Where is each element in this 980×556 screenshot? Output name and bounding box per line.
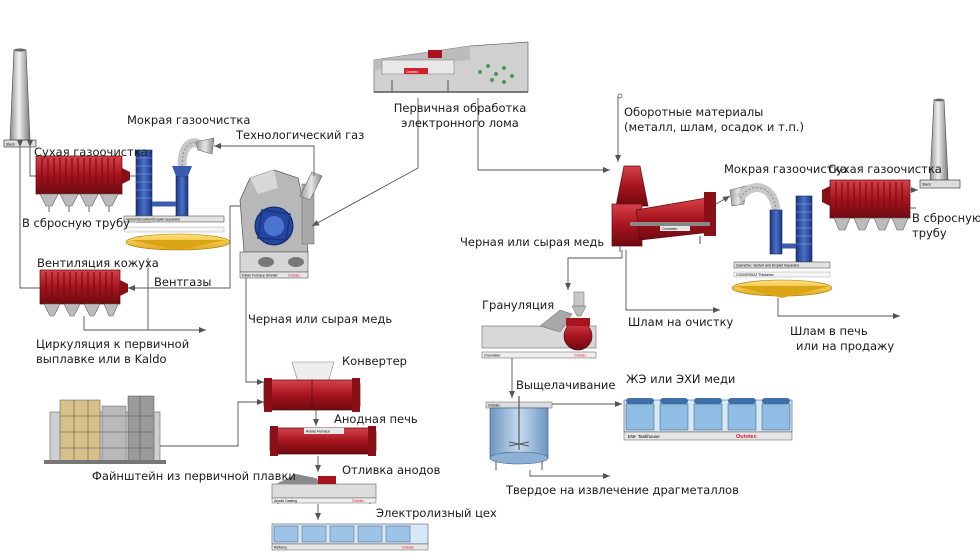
scrap-outotec-logo: Outotec xyxy=(406,70,419,74)
label-black-copper-left: Черная или сырая медь xyxy=(248,312,393,326)
venturi-right-plate: Quencher, Venturi and Droplet Separator xyxy=(736,264,800,268)
wet-scrubber-left: Venturi/Scrubber/Droplet separator xyxy=(123,137,231,251)
kaldo-furnace: Kaldo Furnace Smelter Outotec xyxy=(239,169,323,279)
label-solid-precious: Твердое на извлечение драгметаллов xyxy=(506,483,739,497)
label-dry-scrubber-right: Сухая газоочистка xyxy=(828,162,942,176)
label-to-stack-right-1: В сбросную xyxy=(912,211,980,225)
casting-outotec-logo: Outotec xyxy=(352,499,365,503)
label-to-stack-left: В сбросную трубу xyxy=(22,216,130,230)
anode-casting: Anode Casting Outotec xyxy=(271,474,377,504)
kaldo-plate: Kaldo Furnace Smelter xyxy=(242,274,279,278)
wet-scrubber-right: Quencher, Venturi and Droplet Separator … xyxy=(729,183,833,298)
ew-tankhouse: EW- Tankhouse Outotec xyxy=(623,398,793,441)
label-hood-ventilation: Вентиляция кожуха xyxy=(37,256,159,270)
kaldo-outotec-logo: Outotec xyxy=(288,274,301,278)
ew-plate: EW- Tankhouse xyxy=(628,434,660,439)
flow-lines xyxy=(17,96,918,520)
label-anode-casting: Отливка анодов xyxy=(342,463,441,477)
venturi-left-plate: Venturi/Scrubber/Droplet separator xyxy=(126,218,181,222)
label-recirculation-1: Циркуляция к первичной xyxy=(36,337,190,351)
label-anode-furnace: Анодная печь xyxy=(334,412,418,426)
anode-furnace: Anode Furnace xyxy=(269,426,377,456)
anode-furnace-plate: Anode Furnace xyxy=(306,430,330,434)
label-converter: Конвертер xyxy=(342,354,407,368)
granulator-plate: Granulator xyxy=(484,354,501,358)
label-recycled-2: (металл, шлам, осадок и т.п.) xyxy=(624,120,805,134)
stack-left: Stack xyxy=(3,48,37,148)
dry-scrubber-right xyxy=(822,179,911,231)
leaching-tank: Outotec xyxy=(485,396,553,470)
label-slag-furnace-1: Шлам в печь xyxy=(790,324,868,338)
scrap-processing-machine: Outotec xyxy=(373,41,529,93)
label-electrolysis: Электролизный цех xyxy=(376,506,497,520)
granulator: Granulator Outotec xyxy=(481,291,597,359)
label-slag-furnace-2: или на продажу xyxy=(796,339,895,353)
converter xyxy=(263,361,361,412)
dry-scrubber-left xyxy=(35,155,130,212)
thickener-plate: CONVERSAT Thickener xyxy=(736,273,775,277)
label-matte: Файнштейн из первичной плавки xyxy=(92,469,296,483)
label-primary-scrap-1: Первичная обработка xyxy=(393,101,527,115)
stack-left-plate: Stack xyxy=(6,143,15,147)
stack-right-plate: Stack xyxy=(922,183,931,187)
label-primary-scrap-2: электронного лома xyxy=(401,116,519,130)
label-to-stack-right-2: трубу xyxy=(912,226,947,240)
label-recycled-1: Оборотные материалы xyxy=(624,105,764,119)
converter-right-plate: Converter xyxy=(662,227,678,231)
stack-right: Stack xyxy=(919,98,961,189)
label-recirculation-2: выплавке или в Kaldo xyxy=(36,352,167,366)
label-process-gas: Технологический газ xyxy=(236,128,365,142)
converter-right: Converter xyxy=(611,165,716,252)
label-wet-scrubber-right: Мокрая газоочистка xyxy=(724,162,848,176)
label-vent-gases: Вентгазы xyxy=(154,275,212,289)
anode-casting-plate: Anode Casting xyxy=(274,499,297,503)
label-slag-cleaning: Шлам на очистку xyxy=(628,315,734,329)
label-wet-scrubber-left: Мокрая газоочистка xyxy=(127,113,251,127)
granulator-outotec-logo: Outotec xyxy=(574,354,587,358)
leach-plate: Outotec xyxy=(488,404,501,408)
refinery-outotec-logo: Outotec xyxy=(402,546,415,550)
hood-ventilation-baghouse xyxy=(39,269,128,317)
label-dry-scrubber-left: Сухая газоочистка xyxy=(34,145,148,159)
primary-smelter-plant xyxy=(44,395,166,464)
ew-outotec-logo: Outotec xyxy=(736,434,757,440)
label-black-copper-right: Черная или сырая медь xyxy=(460,235,605,249)
label-leaching: Выщелачивание xyxy=(516,378,616,392)
label-granulation: Грануляция xyxy=(482,298,555,312)
refinery-plate: Refinery xyxy=(274,546,287,550)
refinery-tankhouse: Refinery Outotec xyxy=(271,523,429,551)
label-ew-tankhouse: ЖЭ или ЭХИ меди xyxy=(626,372,736,386)
